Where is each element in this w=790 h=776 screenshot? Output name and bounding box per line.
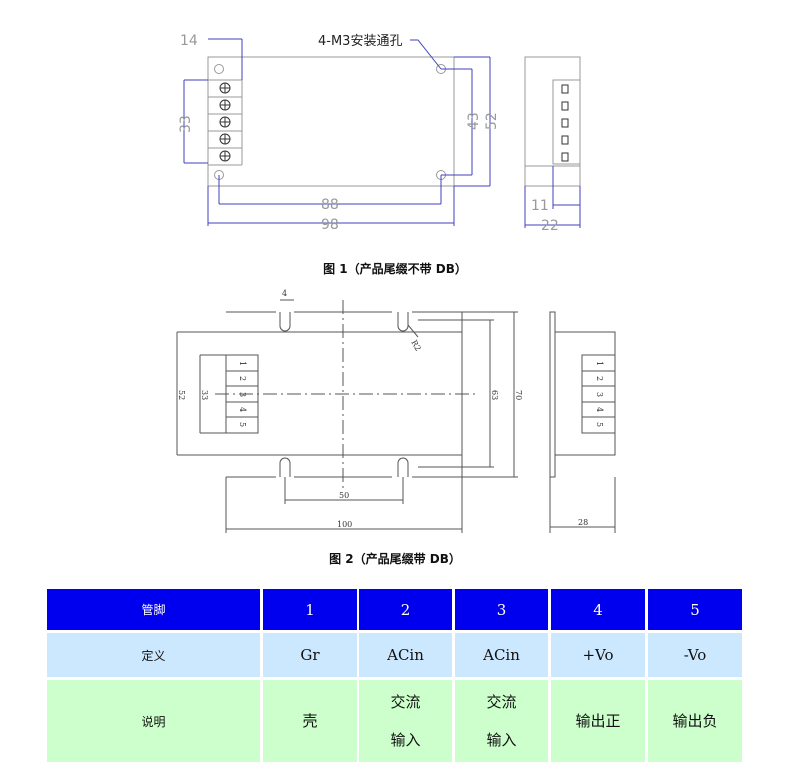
figure2-drawing: 4 R2 52 33 63 70 50 100 28 1 2 3 4 5 1 2… — [176, 289, 616, 533]
description-text: 壳 — [302, 712, 318, 730]
definition-label: 定义 — [47, 633, 260, 677]
pin-description: 壳 — [263, 680, 357, 762]
pin-definition: +Vo — [551, 633, 645, 677]
dim-43: 43 — [466, 112, 482, 130]
pin-number: 2 — [359, 589, 452, 630]
pin-description: 输出负 — [648, 680, 742, 762]
pin-number: 1 — [263, 589, 357, 630]
description-text: 交流 — [390, 693, 421, 711]
dim-33b: 33 — [200, 390, 209, 400]
dim-4: 4 — [282, 289, 287, 298]
dim-52b: 52 — [177, 390, 186, 400]
description-text: 输入 — [486, 731, 517, 749]
pin-label: 4 — [238, 407, 247, 412]
header-pin-label: 管脚 — [47, 589, 260, 630]
pin-label: 3 — [595, 392, 604, 397]
dim-88: 88 — [321, 197, 339, 213]
pin-label: 4 — [595, 407, 604, 412]
dim-52: 52 — [484, 112, 500, 130]
pin-label: 2 — [238, 376, 247, 381]
description-text: 输出负 — [672, 712, 718, 730]
pin-definition: ACin — [455, 633, 548, 677]
dim-50: 50 — [339, 491, 349, 500]
pin-description: 输出正 — [551, 680, 645, 762]
pin-label: 1 — [595, 361, 604, 366]
pin-number: 5 — [648, 589, 742, 630]
description-text: 交流 — [486, 693, 517, 711]
dim-14: 14 — [180, 33, 198, 49]
pin-number: 4 — [551, 589, 645, 630]
hole-label: 4-M3安装通孔 — [318, 34, 402, 49]
dim-70: 70 — [514, 390, 523, 400]
pin-definition: Gr — [263, 633, 357, 677]
drawings: 14 33 43 52 88 98 11 22 4-M3安装通孔 4 R2 52… — [176, 33, 616, 533]
dim-28: 28 — [578, 518, 588, 527]
figure1-caption: 图 1（产品尾缀不带 DB） — [323, 262, 467, 276]
description-text: 输入 — [390, 731, 421, 749]
pin-label: 3 — [238, 392, 247, 397]
pin-description: 交流输入 — [455, 680, 548, 762]
description-text: 输出正 — [575, 712, 621, 730]
figure2-caption: 图 2（产品尾缀带 DB） — [329, 552, 461, 566]
pin-label: 2 — [595, 376, 604, 381]
dim-22: 22 — [541, 218, 559, 234]
pin-label: 1 — [238, 361, 247, 366]
pin-label: 5 — [238, 422, 247, 427]
dim-33: 33 — [178, 115, 194, 133]
pin-number: 3 — [455, 589, 548, 630]
description-label: 说明 — [47, 680, 260, 762]
dim-98: 98 — [321, 217, 339, 233]
dim-63: 63 — [490, 390, 499, 400]
pin-definition: -Vo — [648, 633, 742, 677]
pin-label: 5 — [595, 422, 604, 427]
pin-description: 交流输入 — [359, 680, 452, 762]
figure1-drawing: 14 33 43 52 88 98 11 22 4-M3安装通孔 — [178, 33, 581, 234]
dim-r2: R2 — [409, 339, 422, 353]
pin-definition: ACin — [359, 633, 452, 677]
dim-100: 100 — [337, 520, 352, 529]
dim-11: 11 — [531, 198, 549, 214]
